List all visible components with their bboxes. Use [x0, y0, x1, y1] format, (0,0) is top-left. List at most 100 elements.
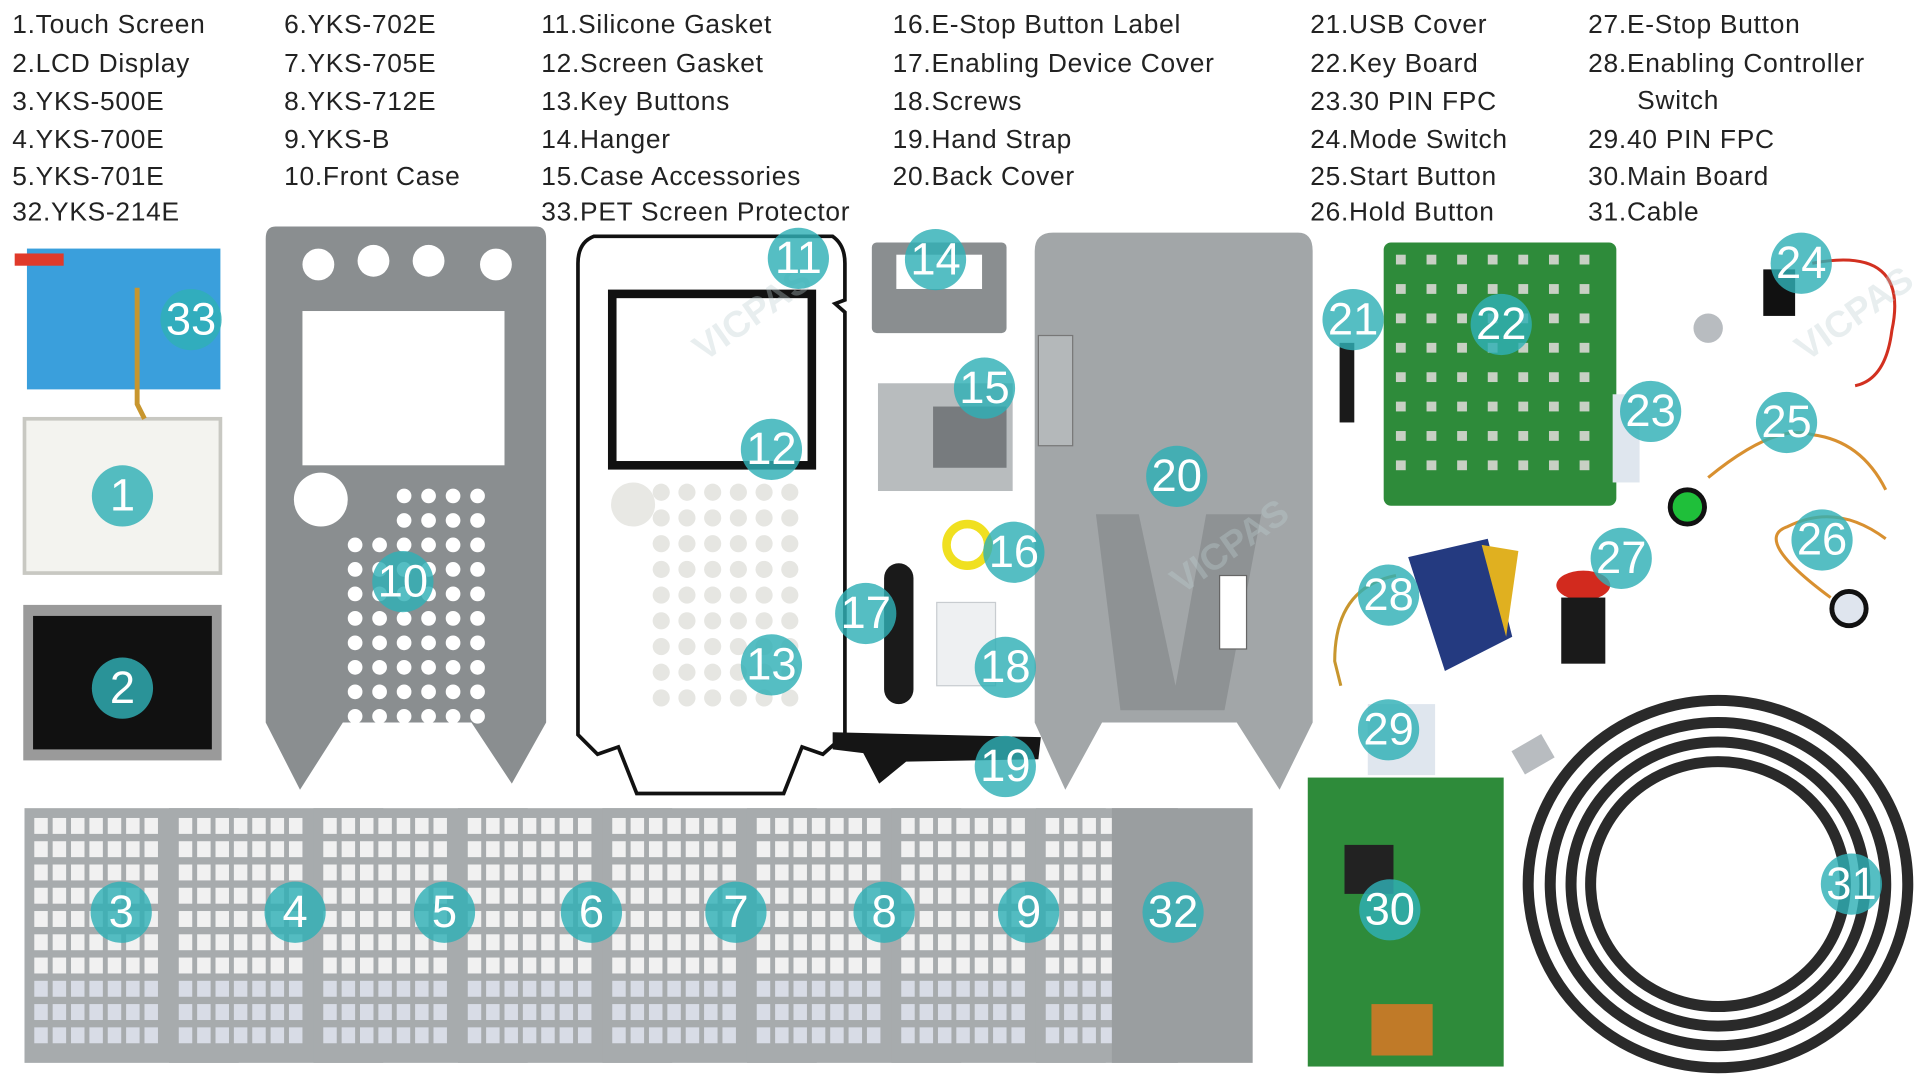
pcb-switch [1548, 431, 1559, 441]
overlay-key [848, 1004, 863, 1021]
overlay-key [504, 887, 518, 904]
key-cap [678, 637, 696, 656]
overlay-key [830, 911, 844, 927]
pcb-switch [1457, 313, 1467, 324]
overlay-key [559, 957, 574, 974]
overlay-key [467, 1027, 482, 1044]
overlay-key [144, 957, 158, 974]
overlay-key [270, 1027, 285, 1044]
overlay-key [830, 934, 844, 951]
overlay-key [178, 864, 193, 881]
key-hole [372, 537, 387, 553]
overlay-key [1064, 864, 1078, 881]
overlay-key [270, 1004, 285, 1021]
overlay-key [793, 934, 807, 951]
overlay-key [486, 864, 500, 881]
key-hole [347, 635, 363, 651]
part-number-badge: 22 [1470, 293, 1532, 356]
legend-item: 28.Enabling Controller [1588, 48, 1865, 79]
overlay-key [107, 957, 122, 974]
overlay-key [71, 864, 85, 881]
overlay-key [956, 841, 970, 858]
overlay-key [866, 817, 881, 834]
overlay-key [1045, 841, 1060, 858]
part-number-badge: 4 [264, 881, 326, 943]
key-cap [652, 612, 670, 630]
overlay-key [612, 817, 626, 834]
key-cap [755, 586, 773, 604]
overlay-key [793, 957, 807, 974]
overlay-key [34, 957, 48, 974]
overlay-key [378, 980, 392, 997]
key-hole [470, 586, 485, 602]
overlay-key [34, 911, 48, 927]
overlay-key [323, 911, 337, 927]
overlay-key [541, 980, 555, 997]
overlay-key [378, 864, 392, 881]
overlay-key [630, 1004, 645, 1021]
overlay-key [866, 957, 881, 974]
pcb-switch [1518, 431, 1529, 441]
overlay-key [252, 934, 266, 951]
overlay-key [1100, 817, 1115, 834]
overlay-key [252, 957, 266, 974]
overlay-key [541, 1004, 555, 1021]
overlay-key [1082, 934, 1096, 951]
overlay-key [1082, 980, 1096, 997]
overlay-key [848, 934, 863, 951]
overlay-key [323, 841, 337, 858]
overlay-key [197, 980, 211, 997]
overlay-key [360, 934, 374, 951]
overlay-key [270, 980, 285, 997]
overlay-key [144, 841, 158, 858]
overlay-key [704, 864, 718, 881]
overlay-key [433, 1004, 447, 1021]
overlay-key [648, 957, 663, 974]
overlay-key [197, 1004, 211, 1021]
overlay-key [522, 1027, 537, 1044]
legend-item: 26.Hold Button [1310, 197, 1495, 227]
key-hole [347, 684, 363, 700]
part-number-badge: 26 [1791, 509, 1853, 571]
overlay-key [1045, 864, 1060, 881]
key-cap [678, 535, 696, 553]
overlay-key [288, 841, 303, 858]
overlay-key [811, 980, 826, 997]
pcb-switch [1548, 372, 1559, 383]
overlay-key [1064, 934, 1078, 951]
pcb-switch [1518, 284, 1529, 294]
overlay-key [341, 957, 356, 974]
key-cap [755, 483, 773, 501]
key-cap [678, 586, 696, 604]
overlay-key [396, 1027, 411, 1044]
overlay-key [974, 817, 989, 834]
key-cap [678, 560, 696, 578]
overlay-key [71, 1027, 85, 1044]
pcb-switch [1395, 284, 1406, 294]
pcb-switch [1548, 313, 1559, 324]
overlay-key [215, 911, 229, 927]
key-hole [470, 635, 485, 651]
key-hole [445, 562, 461, 577]
overlay-key [288, 957, 303, 974]
overlay-key [378, 957, 392, 974]
overlay-key [215, 1027, 229, 1044]
overlay-key [775, 911, 789, 927]
overlay-key [1011, 864, 1025, 881]
overlay-key [396, 817, 411, 834]
overlay-key [559, 1027, 574, 1044]
overlay-key [630, 957, 645, 974]
overlay-key [486, 841, 500, 858]
overlay-key [107, 980, 122, 997]
pcb-switch [1487, 284, 1498, 294]
overlay-key [993, 1027, 1007, 1044]
overlay-key [504, 980, 518, 997]
key-hole [445, 611, 461, 626]
overlay-key [775, 864, 789, 881]
overlay-key [34, 1027, 48, 1044]
overlay-key [433, 864, 447, 881]
overlay-key [144, 1027, 158, 1044]
legend-item: Switch [1637, 85, 1720, 116]
overlay-key [630, 980, 645, 997]
key-cap [704, 560, 722, 578]
